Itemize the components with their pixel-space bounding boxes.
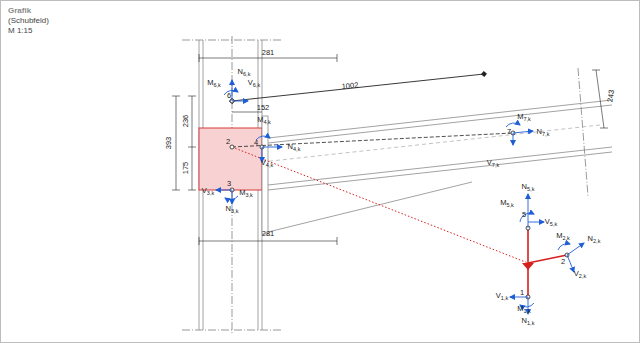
point-number: 5 <box>522 211 526 219</box>
dimension: 236 <box>182 115 190 128</box>
dimension: 1002 <box>341 81 358 90</box>
force-label: M3,k <box>239 189 253 199</box>
force-label: V7,k <box>487 159 499 169</box>
force-label: N1,k <box>522 317 535 327</box>
point-number: 4 <box>254 139 258 147</box>
force-label: N6,k <box>238 68 251 78</box>
force-label: V5,k <box>545 218 557 228</box>
force-label: N3,k <box>226 205 239 215</box>
dimension: 281 <box>262 230 275 238</box>
force-label: N5,k <box>522 183 535 193</box>
point-number: 2 <box>561 258 565 266</box>
dimension: 152 <box>257 104 270 112</box>
force-label: N4,k <box>288 143 301 153</box>
point-number: 7 <box>507 128 511 136</box>
dimension: 175 <box>182 162 190 175</box>
dimension: 243 <box>606 89 615 102</box>
force-label: V4,k <box>261 159 273 169</box>
force-label: M7,k <box>517 113 531 123</box>
force-label: V2,k <box>574 270 586 280</box>
force-label: M6,k <box>207 79 221 89</box>
force-label: V6,k <box>248 79 260 89</box>
dimension: 281 <box>262 49 275 57</box>
force-label: M5,k <box>500 199 514 209</box>
force-label: N7,k <box>537 128 550 138</box>
force-label: V3,k <box>202 187 214 197</box>
drawing-title: Grafik <box>8 7 31 15</box>
subtitle: (Schubfeld) <box>8 17 49 25</box>
subtitle: M 1:15 <box>8 27 32 35</box>
force-label: M2,k <box>556 232 570 242</box>
dimension: 393 <box>165 137 173 150</box>
point-number: 3 <box>227 180 231 188</box>
force-label: V1,k <box>496 292 508 302</box>
point-number: 1 <box>520 289 524 297</box>
force-label: M1,k <box>517 305 531 315</box>
point-number: 6 <box>227 92 231 100</box>
force-label: M4,k <box>257 116 271 126</box>
force-label: N2,k <box>588 235 601 245</box>
point-number: 2 <box>226 138 230 146</box>
